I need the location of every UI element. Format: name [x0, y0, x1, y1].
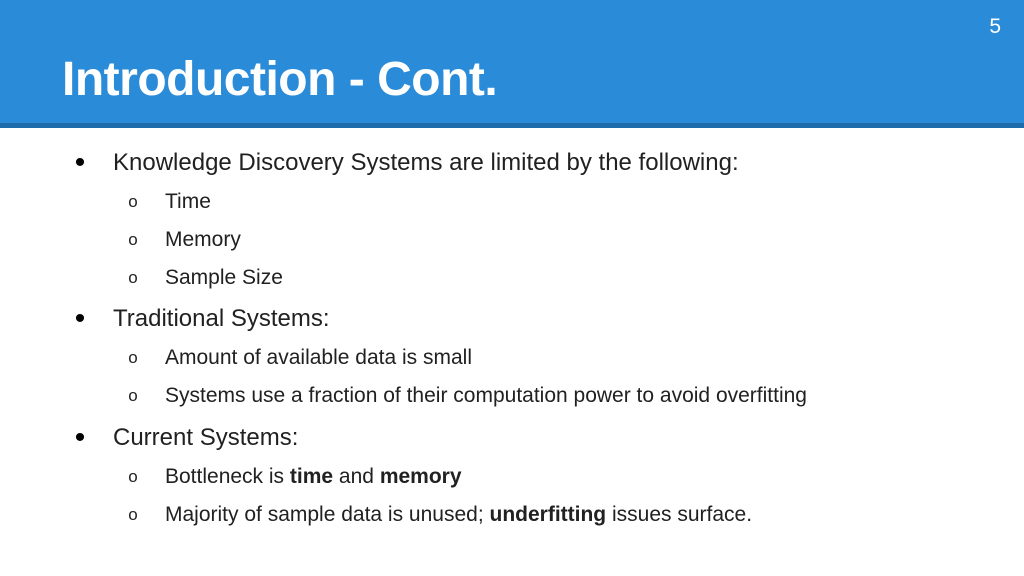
sub-bullet-marker: o: [128, 467, 138, 486]
bullet-item: • Traditional Systems:: [0, 302, 1024, 336]
sub-bullet-marker: o: [128, 268, 138, 287]
sub-bullet-text-part: Bottleneck is: [165, 465, 290, 488]
sub-bullet-marker: o: [128, 505, 138, 524]
sub-bullet-text: Systems use a fraction of their computat…: [165, 384, 807, 407]
sub-bullet-item: o Amount of available data is small: [0, 343, 1024, 373]
bullet-item: • Knowledge Discovery Systems are limite…: [0, 146, 1024, 180]
emphasis-time: time: [289, 465, 334, 488]
emphasis-underfitting: underfitting: [489, 503, 607, 526]
bullet-marker: •: [74, 302, 86, 335]
bullet-text: Traditional Systems:: [113, 305, 330, 332]
sub-bullet-text: Memory: [165, 228, 241, 251]
sub-bullet-marker: o: [128, 348, 138, 367]
slide-title: Introduction - Cont.: [62, 53, 498, 106]
sub-bullet-text: Amount of available data is small: [165, 346, 472, 369]
bullet-marker: •: [74, 421, 86, 454]
sub-bullet-text-part: and: [333, 465, 380, 488]
sub-bullet-item: o Time: [0, 187, 1024, 217]
sub-bullet-item: o Majority of sample data is unused; und…: [0, 500, 1024, 530]
sub-bullet-marker: o: [128, 192, 138, 211]
sub-bullet-marker: o: [128, 230, 138, 249]
sub-bullet-item: o Sample Size: [0, 263, 1024, 293]
sub-bullet-text: Majority of sample data is unused; under…: [165, 500, 752, 530]
sub-bullet-text: Sample Size: [165, 266, 283, 289]
sub-bullet-item: o Memory: [0, 225, 1024, 255]
emphasis-memory: memory: [379, 465, 462, 488]
sub-bullet-text-part: Majority of sample data is unused;: [165, 503, 490, 526]
bullet-item: • Current Systems:: [0, 421, 1024, 455]
page-number: 5: [989, 15, 1001, 38]
bullet-text: Knowledge Discovery Systems are limited …: [113, 149, 739, 176]
sub-bullet-item: o Bottleneck is time and memory: [0, 462, 1024, 492]
bullet-marker: •: [74, 146, 86, 179]
sub-bullet-marker: o: [128, 386, 138, 405]
sub-bullet-text-part: issues surface.: [606, 503, 753, 526]
sub-bullet-item: o Systems use a fraction of their comput…: [0, 381, 1024, 411]
sub-bullet-text: Bottleneck is time and memory: [165, 462, 462, 492]
sub-bullet-text: Time: [165, 190, 211, 213]
bullet-text: Current Systems:: [113, 424, 299, 451]
title-bar: Introduction - Cont. 5: [0, 0, 1024, 128]
